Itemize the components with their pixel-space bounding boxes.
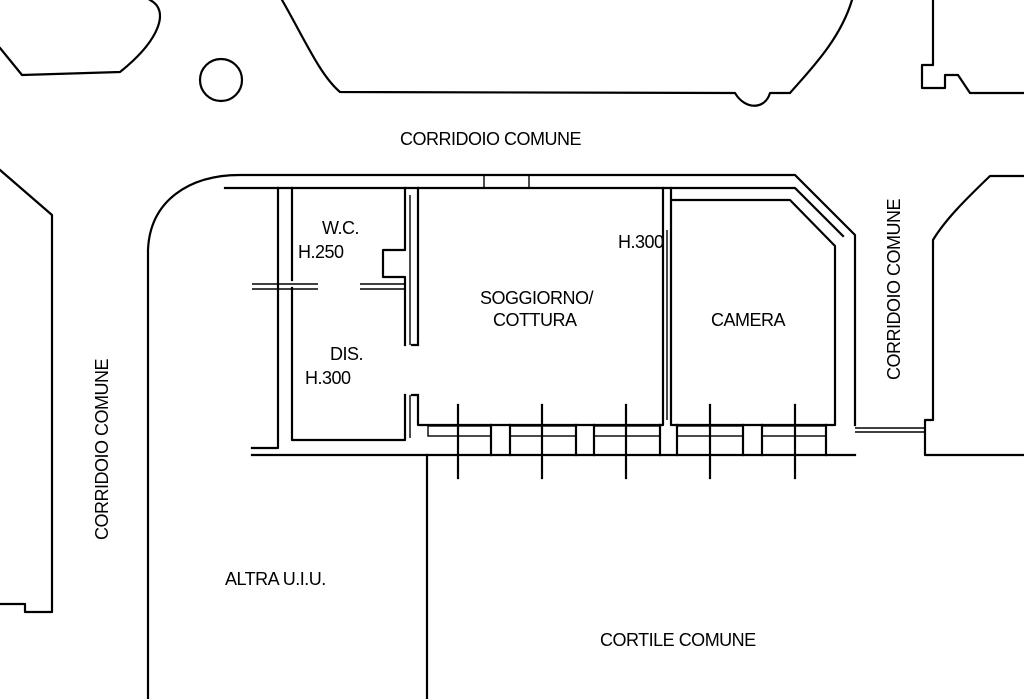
left-building-outline bbox=[0, 168, 54, 614]
living-name-line1: SOGGIORNO/ bbox=[480, 288, 594, 308]
left-corridor-wall bbox=[146, 173, 857, 699]
corridor-top-label: CORRIDOIO COMUNE bbox=[400, 129, 581, 149]
bedroom-walls bbox=[669, 186, 837, 427]
entry-door bbox=[483, 175, 530, 188]
corridor-right-label: CORRIDOIO COMUNE bbox=[884, 199, 904, 380]
wc-height-label: H.250 bbox=[298, 242, 344, 262]
living-name-line2: COTTURA bbox=[493, 310, 577, 330]
window-axis-ticks bbox=[456, 403, 797, 480]
wc-label: W.C. bbox=[322, 218, 359, 238]
wc-door-gap bbox=[252, 283, 405, 290]
other-unit-label: ALTRA U.I.U. bbox=[225, 569, 326, 589]
dis-height-label: H.300 bbox=[305, 368, 351, 388]
courtyard-label: CORTILE COMUNE bbox=[600, 630, 756, 650]
top-right-building-outline bbox=[920, 0, 1024, 95]
bedroom-label: CAMERA bbox=[711, 310, 786, 330]
dis-label: DIS. bbox=[330, 344, 363, 364]
corridor-left-label: CORRIDOIO COMUNE bbox=[92, 359, 112, 540]
living-room-walls bbox=[410, 186, 665, 427]
living-height-label: H.300 bbox=[618, 232, 664, 252]
facade-step bbox=[855, 427, 925, 433]
right-building-outline bbox=[923, 174, 1024, 457]
corner-inner-wall bbox=[223, 186, 845, 238]
top-building-outline bbox=[0, 0, 854, 107]
column-circle bbox=[198, 57, 244, 103]
service-block-walls bbox=[250, 186, 407, 450]
